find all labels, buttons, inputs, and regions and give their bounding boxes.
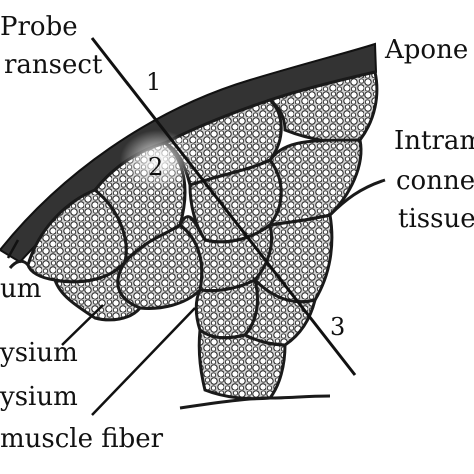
point-1-label: 1 bbox=[146, 68, 162, 96]
epimysium-leader bbox=[6, 239, 20, 259]
fascicle bbox=[52, 260, 143, 322]
probe-label-line1: Probe bbox=[0, 12, 78, 42]
probe-label-line2: ransect bbox=[4, 50, 103, 80]
lower-fascia-line bbox=[179, 394, 331, 410]
intramuscular-connective-tissue-line bbox=[328, 178, 386, 217]
fascicle bbox=[266, 70, 379, 144]
epimysium-label: um bbox=[0, 274, 42, 304]
intramuscular-label-line2: conne bbox=[396, 166, 474, 196]
epimysium-line bbox=[8, 259, 30, 269]
aponeurosis-label: Apone bbox=[385, 35, 469, 65]
fascicle bbox=[266, 138, 363, 228]
perimysium-label: ysium bbox=[0, 338, 78, 368]
probe-transect-line bbox=[90, 37, 357, 376]
endomysium-label: ysium bbox=[0, 382, 78, 412]
endomysium-leader bbox=[91, 307, 196, 416]
intramuscular-label-line1: Intram bbox=[394, 126, 474, 156]
muscle-fiber-label: muscle fiber bbox=[0, 424, 164, 454]
intramuscular-label-line3: tissue bbox=[398, 204, 474, 234]
fascicle bbox=[197, 327, 287, 401]
perimysium-leader bbox=[61, 304, 104, 346]
point-2-label: 2 bbox=[148, 153, 164, 181]
point-3-label: 3 bbox=[330, 313, 346, 341]
